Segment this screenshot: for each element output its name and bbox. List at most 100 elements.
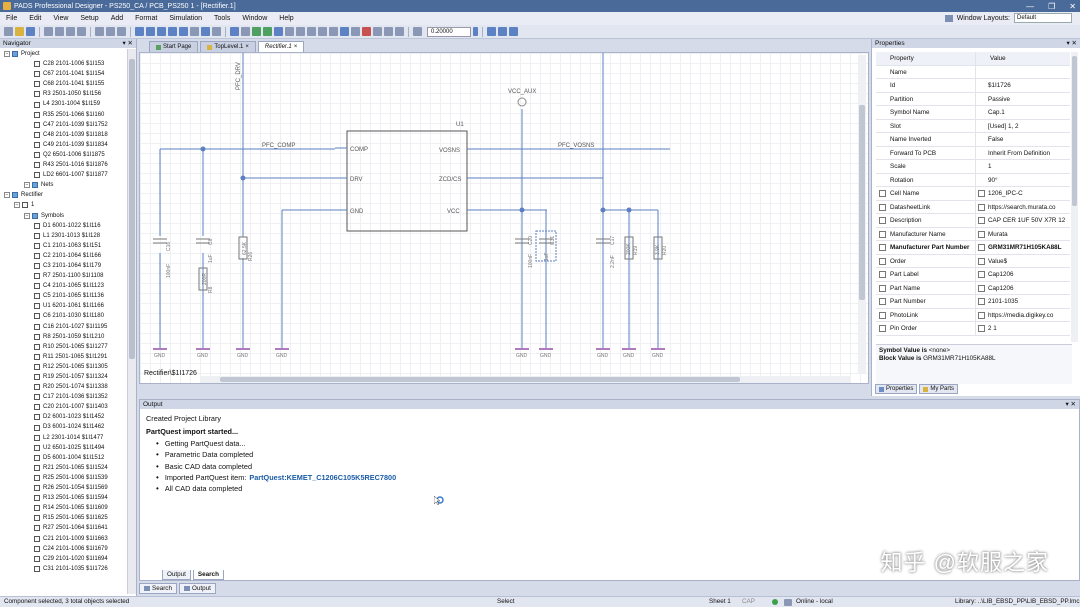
mirror-icon[interactable] bbox=[384, 27, 393, 36]
filter-icon[interactable] bbox=[201, 27, 210, 36]
copy-icon[interactable] bbox=[55, 27, 64, 36]
tab-toplevel[interactable]: TopLevel.1 × bbox=[200, 41, 256, 52]
property-row[interactable]: Id$1I1726 bbox=[876, 79, 1070, 93]
tree-item[interactable]: C2 2101-1064 $1I166 bbox=[0, 251, 127, 261]
property-row[interactable]: Name bbox=[876, 65, 1070, 79]
tree-item[interactable]: Q2 6501-1006 $1I1875 bbox=[0, 150, 127, 160]
property-visibility-checkbox[interactable] bbox=[879, 284, 886, 292]
place-port-icon[interactable] bbox=[285, 27, 294, 36]
tree-item[interactable]: C47 2101-1039 $1I1752 bbox=[0, 120, 127, 130]
tree-item[interactable]: LD2 6601-1007 $1I1877 bbox=[0, 170, 127, 180]
property-visibility-checkbox[interactable] bbox=[879, 298, 886, 305]
select-icon[interactable] bbox=[230, 27, 239, 36]
tree-item[interactable]: U1 6201-1061 $1I1166 bbox=[0, 301, 127, 311]
tree-item[interactable]: C68 2101-1041 $1I155 bbox=[0, 79, 127, 89]
zoom-in-icon[interactable] bbox=[146, 27, 155, 36]
tree-item[interactable]: D5 6001-1004 $1I1512 bbox=[0, 453, 127, 463]
delete-icon[interactable] bbox=[362, 27, 371, 36]
property-value[interactable]: $1I1726 bbox=[988, 82, 1011, 89]
navigator-scrollbar[interactable] bbox=[127, 49, 136, 594]
tree-item[interactable]: R21 2501-1065 $1I1524 bbox=[0, 463, 127, 473]
value-visibility-checkbox[interactable] bbox=[978, 257, 985, 265]
tree-item[interactable]: L4 2301-1004 $1I159 bbox=[0, 99, 127, 109]
menu-setup[interactable]: Setup bbox=[80, 15, 99, 22]
place-component-icon[interactable] bbox=[274, 27, 283, 36]
property-visibility-checkbox[interactable] bbox=[879, 190, 886, 197]
menu-edit[interactable]: Edit bbox=[29, 15, 42, 22]
tree-expander-icon[interactable]: − bbox=[14, 202, 20, 209]
tree-item[interactable]: C3 2101-1064 $1I179 bbox=[0, 261, 127, 271]
property-value[interactable]: Cap.1 bbox=[988, 109, 1005, 116]
menu-format[interactable]: Format bbox=[135, 15, 158, 22]
property-visibility-checkbox[interactable] bbox=[879, 257, 886, 265]
tree-item[interactable]: R25 2501-1006 $1I1539 bbox=[0, 473, 127, 483]
tree-item[interactable]: R19 2501-1057 $1I1324 bbox=[0, 372, 127, 382]
property-value[interactable]: 90° bbox=[988, 176, 998, 184]
place-power-icon[interactable] bbox=[296, 27, 305, 36]
maximize-button[interactable]: ❐ bbox=[1048, 1, 1056, 11]
tab-rectifier[interactable]: Rectifier.1 × bbox=[257, 41, 305, 52]
tree-item[interactable]: C4 2101-1065 $1I1123 bbox=[0, 281, 127, 291]
property-visibility-checkbox[interactable] bbox=[879, 230, 886, 238]
tab-search[interactable]: Search bbox=[192, 570, 224, 580]
paste-icon[interactable] bbox=[66, 27, 75, 36]
zoom-fit-icon[interactable] bbox=[135, 27, 144, 36]
rotate-icon[interactable] bbox=[373, 27, 382, 36]
property-value[interactable]: [Used] 1, 2 bbox=[988, 122, 1019, 130]
tree-item[interactable]: R35 2501-1066 $1I160 bbox=[0, 110, 127, 120]
window-layouts-select[interactable]: Default bbox=[1014, 13, 1072, 23]
properties-pin-icon[interactable]: ▾ ✕ bbox=[1066, 40, 1077, 47]
property-value[interactable]: Value$ bbox=[976, 255, 1070, 268]
value-visibility-checkbox[interactable] bbox=[978, 190, 985, 197]
tree-item[interactable]: C5 2101-1065 $1I1136 bbox=[0, 291, 127, 301]
canvas-vertical-scrollbar[interactable] bbox=[858, 55, 866, 373]
tree-item[interactable]: R27 2501-1064 $1I1641 bbox=[0, 523, 127, 533]
zoom-out-icon[interactable] bbox=[157, 27, 166, 36]
property-visibility-checkbox[interactable] bbox=[879, 203, 886, 211]
tab-my-parts[interactable]: My Parts bbox=[919, 384, 959, 394]
property-visibility-checkbox[interactable] bbox=[879, 217, 886, 224]
tree-item[interactable]: R12 2501-1065 $1I1305 bbox=[0, 362, 127, 372]
partquest-link[interactable]: PartQuest:KEMET_C1206C105K5REC7800 bbox=[249, 473, 397, 483]
property-visibility-checkbox[interactable] bbox=[879, 311, 886, 319]
tree-item[interactable]: D1 6001-1022 $1I116 bbox=[0, 221, 127, 231]
tree-item[interactable]: D2 6001-1023 $1I1452 bbox=[0, 412, 127, 422]
grid-toggle-icon[interactable] bbox=[487, 27, 496, 36]
view-options-icon[interactable] bbox=[212, 27, 221, 36]
tree-item[interactable]: C6 2101-1030 $1I1180 bbox=[0, 311, 127, 321]
property-value[interactable]: False bbox=[988, 136, 1004, 143]
tree-item[interactable]: R7 2501-1100 $1I1108 bbox=[0, 271, 127, 281]
property-value[interactable]: 1206_IPC-C bbox=[976, 187, 1070, 200]
minimize-button[interactable]: — bbox=[1026, 1, 1035, 11]
tree-item[interactable]: C29 2101-1020 $1I1694 bbox=[0, 554, 127, 564]
layout-toggle-icon[interactable] bbox=[509, 27, 518, 36]
open-icon[interactable] bbox=[15, 27, 24, 36]
tab-close-icon[interactable]: × bbox=[245, 43, 249, 50]
menu-window[interactable]: Window bbox=[242, 15, 268, 22]
menu-view[interactable]: View bbox=[53, 15, 69, 22]
value-visibility-checkbox[interactable] bbox=[978, 298, 985, 305]
tree-item[interactable]: C67 2101-1041 $1I154 bbox=[0, 69, 127, 79]
value-visibility-checkbox[interactable] bbox=[978, 217, 985, 224]
property-value[interactable]: CAP CER 1UF 50V X7R 12 bbox=[976, 214, 1070, 227]
property-value[interactable]: https://media.digikey.co bbox=[976, 309, 1070, 322]
tree-expander-icon[interactable]: − bbox=[4, 51, 10, 58]
tree-item[interactable]: R43 2501-1016 $1I1876 bbox=[0, 160, 127, 170]
undo-icon[interactable] bbox=[106, 27, 115, 36]
property-value[interactable]: https://search.murata.co bbox=[976, 201, 1070, 214]
value-visibility-checkbox[interactable] bbox=[978, 244, 985, 251]
value-visibility-checkbox[interactable] bbox=[978, 203, 985, 211]
canvas-horizontal-scrollbar[interactable] bbox=[200, 376, 850, 383]
search-icon[interactable] bbox=[95, 27, 104, 36]
property-value[interactable]: Inherit From Definition bbox=[988, 149, 1050, 157]
place-net-icon[interactable] bbox=[263, 27, 272, 36]
place-bus-icon[interactable] bbox=[252, 27, 261, 36]
property-value[interactable]: Cap1206 bbox=[976, 282, 1070, 295]
